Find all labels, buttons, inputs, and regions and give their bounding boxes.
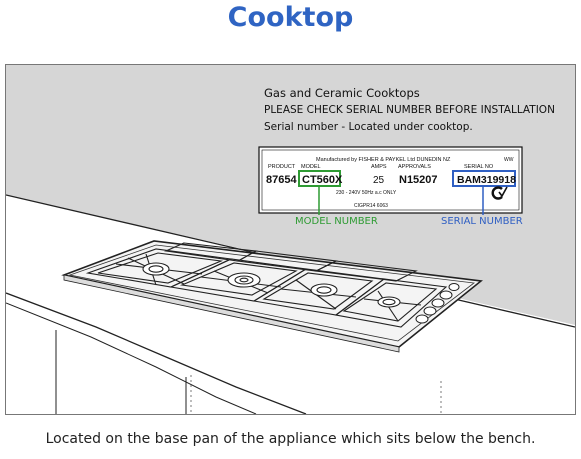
plate-model-value: CT560X xyxy=(302,174,343,186)
plate-header-serial: SERIAL NO xyxy=(464,164,494,170)
cooktop-illustration: Manufactured by FISHER & PAYKEL Ltd DUNE… xyxy=(5,64,576,415)
c-tick-icon xyxy=(491,186,508,200)
plate-approvals-value: N15207 xyxy=(399,174,438,186)
plate-header-amps: AMPS xyxy=(371,164,387,170)
info-text: Gas and Ceramic Cooktops PLEASE CHECK SE… xyxy=(264,85,555,136)
plate-header-product: PRODUCT xyxy=(268,164,296,170)
plate-serial-value: BAM319918 xyxy=(457,174,516,186)
plate-header-model: MODEL xyxy=(301,164,321,170)
info-line-3: Serial number - Located under cooktop. xyxy=(264,121,473,133)
plate-corner-mark: WW xyxy=(504,157,514,163)
plate-manufacturer: Manufactured by FISHER & PAYKEL Ltd DUNE… xyxy=(316,157,451,163)
burners xyxy=(142,262,401,308)
serial-number-label: SERIAL NUMBER xyxy=(441,216,523,227)
plate-rating: 230 - 240V 50Hz a.c ONLY xyxy=(336,190,397,196)
plate-header-approvals: APPROVALS xyxy=(398,164,431,170)
model-number-label: MODEL NUMBER xyxy=(295,216,378,227)
info-line-2: PLEASE CHECK SERIAL NUMBER BEFORE INSTAL… xyxy=(264,104,555,116)
cooktop-drawing: Manufactured by FISHER & PAYKEL Ltd DUNE… xyxy=(6,65,575,414)
trivet-grids xyxy=(85,242,448,328)
serial-highlight-box xyxy=(452,170,516,187)
plate-product-value: 87654 xyxy=(266,174,297,186)
plate-amps-value: 25 xyxy=(373,175,385,186)
info-line-1: Gas and Ceramic Cooktops xyxy=(264,86,420,100)
control-knobs xyxy=(415,283,460,324)
serial-plate: Manufactured by FISHER & PAYKEL Ltd DUNE… xyxy=(258,146,523,214)
plate-code: CIGPR14 6063 xyxy=(354,203,388,209)
page-title: Cooktop xyxy=(227,2,354,33)
caption-text: Located on the base pan of the appliance… xyxy=(45,431,536,447)
